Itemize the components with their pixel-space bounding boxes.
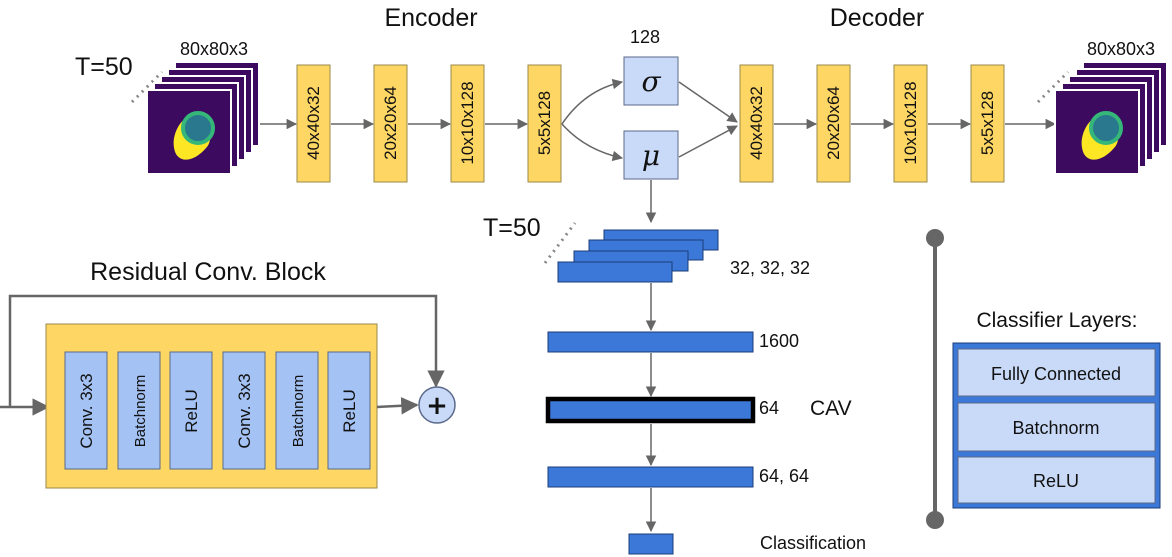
classifier-cav-layer: 64 CAV [545,396,852,424]
svg-text:64, 64: 64, 64 [759,466,809,486]
residual-layer-batchnorm-1: Batchnorm [117,351,161,470]
input-size-label: 80x80x3 [180,39,248,59]
legend-fully-connected: Fully Connected [957,348,1156,397]
latent-dim-label: 128 [630,27,660,47]
svg-text:+: + [426,391,448,421]
svg-text:Batchnorm: Batchnorm [132,375,149,448]
decoder-block-3: 10x10x128 [893,64,928,183]
arrow-mu-dec1 [678,125,738,158]
residual-layer-relu-2: ReLU [327,351,371,470]
encoder-block-1: 40x40x32 [296,64,331,183]
encoder-block-4: 5x5x128 [527,64,562,183]
legend-relu: ReLU [957,456,1156,504]
input-frames: T=50 80x80x3 [75,39,260,175]
arrow-residual-to-add [376,397,419,415]
arrow-enc4-sigma [561,78,624,125]
classifier-legend-title: Classifier Layers: [976,309,1137,332]
encoder-block-3: 10x10x128 [450,64,485,183]
encoder-title: Encoder [384,4,477,32]
svg-text:ReLU: ReLU [340,389,359,432]
svg-text:Batchnorm: Batchnorm [290,375,307,448]
classification-output: Classification [628,533,866,555]
classifier-timesteps-label: T=50 [483,214,541,242]
decoder-title: Decoder [830,4,925,32]
classifier-stack: T=50 32, 32, 32 [483,214,810,283]
residual-layer-conv-1: Conv. 3x3 [64,351,108,470]
svg-text:Conv. 3x3: Conv. 3x3 [235,373,254,448]
decoder-block-1: 40x40x32 [739,64,774,183]
svg-text:40x40x32: 40x40x32 [304,86,323,160]
svg-text:1600: 1600 [759,331,799,351]
cav-size-label: 64 [759,398,779,418]
svg-text:20x20x64: 20x20x64 [824,86,843,160]
residual-layer-batchnorm-2: Batchnorm [275,351,319,470]
classifier-stack-label: 32, 32, 32 [730,258,810,278]
svg-text:Conv. 3x3: Conv. 3x3 [77,373,96,448]
svg-text:σ: σ [641,65,661,98]
svg-text:Classification: Classification [760,533,866,553]
residual-layer-relu-1: ReLU [169,351,213,470]
output-frames: 80x80x3 [1036,39,1168,175]
residual-skip-connection [8,294,445,407]
svg-text:10x10x128: 10x10x128 [458,81,477,164]
svg-text:20x20x64: 20x20x64 [381,86,400,160]
classifier-fc-1600: 1600 [547,331,799,353]
svg-text:5x5x128: 5x5x128 [978,91,997,155]
svg-text:ReLU: ReLU [182,389,201,432]
input-teal-circle [181,111,215,145]
residual-block-container: Conv. 3x3 Batchnorm ReLU Conv. 3x3 Batch… [45,323,378,489]
residual-layer-conv-2: Conv. 3x3 [222,351,266,470]
svg-text:ReLU: ReLU [1033,471,1079,491]
decoder-block-4: 5x5x128 [970,64,1005,183]
svg-text:Batchnorm: Batchnorm [1012,418,1099,438]
svg-text:Fully Connected: Fully Connected [991,364,1121,384]
residual-block-title: Residual Conv. Block [90,258,326,286]
classifier-legend-panel: Fully Connected Batchnorm ReLU [952,342,1161,509]
arrow-enc4-mu [561,123,624,162]
cav-label: CAV [810,397,852,420]
svg-text:5x5x128: 5x5x128 [535,91,554,155]
svg-text:μ: μ [642,139,660,172]
addition-node: + [418,386,456,424]
classifier-fc-64-64: 64, 64 [547,466,809,488]
svg-text:40x40x32: 40x40x32 [747,86,766,160]
svg-text:10x10x128: 10x10x128 [901,81,920,164]
mu-box: μ [623,130,679,180]
classifier-legend-connector [926,229,944,529]
decoder-block-2: 20x20x64 [816,64,851,183]
legend-batchnorm: Batchnorm [957,402,1156,452]
output-teal-circle [1089,111,1123,145]
input-timesteps-label: T=50 [75,53,133,81]
sigma-box: σ [623,56,679,106]
output-size-label: 80x80x3 [1087,39,1155,59]
encoder-block-2: 20x20x64 [373,64,408,183]
arrow-sigma-dec1 [678,81,738,123]
